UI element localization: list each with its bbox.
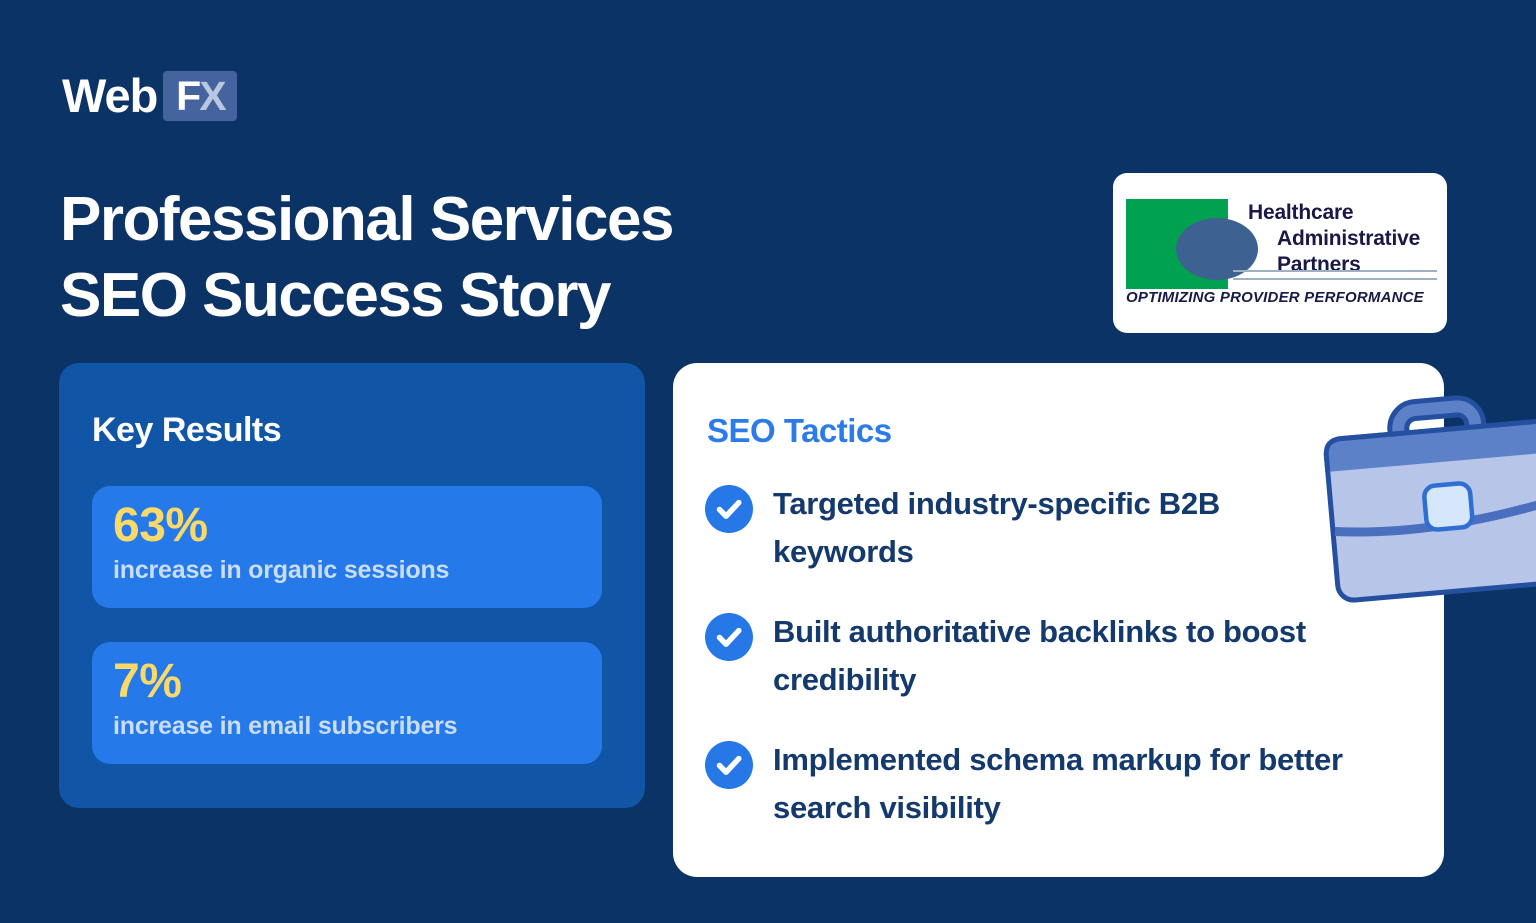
tactic-item: Targeted industry-specific B2B keywords	[705, 485, 1413, 576]
page-title-line1: Professional Services	[60, 185, 674, 254]
webfx-logo-word: Web	[62, 69, 158, 122]
client-logo-tagline: OPTIMIZING PROVIDER PERFORMANCE	[1126, 289, 1424, 306]
stat-label: increase in organic sessions	[113, 556, 450, 584]
tactic-text-line1: Implemented schema markup for better	[773, 742, 1343, 777]
key-results-panel: Key Results 63% increase in organic sess…	[59, 363, 645, 808]
tactic-item: Implemented schema markup for better sea…	[705, 741, 1413, 832]
stat-card-organic-sessions: 63% increase in organic sessions	[92, 486, 602, 608]
webfx-logo-f: F	[176, 72, 201, 119]
tactic-item: Built authoritative backlinks to boost c…	[705, 613, 1413, 704]
client-logo-rule	[1233, 270, 1437, 272]
client-logo-name-line1: Healthcare	[1248, 201, 1354, 224]
tactic-text: Built authoritative backlinks to boost c…	[773, 608, 1413, 704]
tactic-text-line1: Targeted industry-specific B2B	[773, 486, 1220, 521]
briefcase-illustration-icon	[1312, 382, 1536, 647]
tactic-text-line2: keywords	[773, 534, 914, 569]
stat-value: 7%	[113, 655, 182, 708]
client-logo-name-line3: Partners	[1277, 253, 1361, 276]
client-logo-ellipse	[1176, 218, 1258, 280]
client-logo-name: Healthcare Administrative Partners	[1248, 200, 1420, 278]
seo-tactics-title: SEO Tactics	[707, 412, 892, 449]
page-title-line2: SEO Success Story	[60, 261, 612, 330]
key-results-title: Key Results	[92, 411, 282, 449]
stat-card-email-subscribers: 7% increase in email subscribers	[92, 642, 602, 764]
check-icon	[705, 741, 753, 789]
page-title: Professional Services SEO Success Story	[60, 182, 674, 334]
stat-value: 63%	[113, 499, 208, 552]
tactic-text: Implemented schema markup for better sea…	[773, 736, 1413, 832]
tactic-text-line1: Built authoritative backlinks to boost	[773, 614, 1306, 649]
webfx-logo-x: X	[199, 72, 226, 119]
client-logo-name-line2: Administrative	[1277, 227, 1421, 250]
client-logo-rule	[1233, 278, 1437, 280]
check-icon	[705, 485, 753, 533]
tactic-text-line2: search visibility	[773, 790, 1001, 825]
seo-tactics-card: SEO Tactics Targeted industry-specific B…	[673, 363, 1444, 877]
tactic-text: Targeted industry-specific B2B keywords	[773, 480, 1413, 576]
client-logo-card: Healthcare Administrative Partners OPTIM…	[1113, 173, 1447, 333]
check-icon	[705, 613, 753, 661]
stat-label: increase in email subscribers	[113, 712, 458, 740]
tactic-text-line2: credibility	[773, 662, 917, 697]
